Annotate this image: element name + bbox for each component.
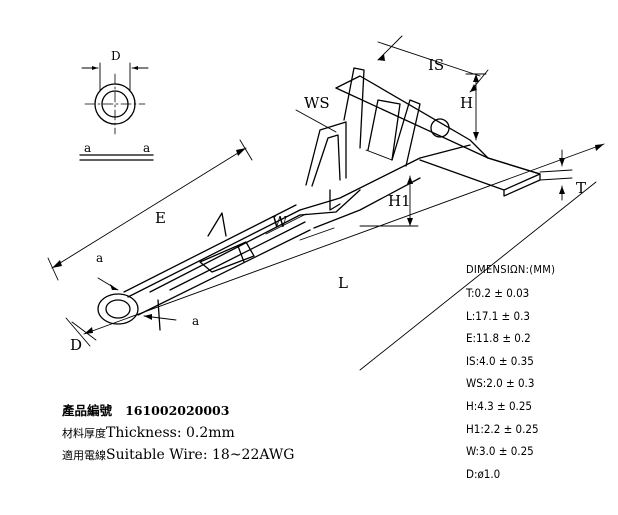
label-a-left: a: [84, 141, 91, 155]
thickness-line: 材料厚度Thickness: 0.2mm: [62, 422, 392, 444]
label-h1: H1: [388, 192, 411, 210]
label-e: E: [155, 209, 166, 227]
dimension-row: E:11.8 ± 0.2: [466, 331, 531, 346]
dimension-row: H:4.3 ± 0.25: [466, 398, 532, 413]
part-number-line: 產品編號 161002020003: [62, 400, 392, 422]
cross-section-view: [79, 62, 154, 161]
label-ws: WS: [304, 94, 330, 112]
label-h: H: [460, 94, 473, 112]
label-a-right: a: [143, 141, 150, 155]
label-a-front2: a: [192, 314, 199, 328]
label-a-front: a: [96, 251, 103, 265]
label-d-bottom: D: [70, 336, 82, 354]
dimension-table-title: DIMENSIΩN:(MM): [466, 263, 556, 276]
part-number-value: 161002020003: [125, 403, 230, 418]
label-d-top: D: [111, 49, 121, 63]
label-is: IS: [428, 56, 444, 74]
label-t: T: [576, 179, 586, 197]
dimension-table: DIMENSIΩN:(MM) T:0.2 ± 0.03 L:17.1 ± 0.3…: [466, 263, 616, 485]
label-l: L: [338, 274, 348, 292]
dimension-row: T:0.2 ± 0.03: [466, 286, 530, 300]
terminal-body: [97, 67, 541, 331]
thickness-label: 材料厚度: [62, 427, 106, 440]
dimension-row: WS:2.0 ± 0.3: [466, 376, 535, 391]
dimension-row: W:3.0 ± 0.25: [466, 444, 534, 459]
wire-line: 適用電線Suitable Wire: 18~22AWG: [62, 444, 392, 466]
label-w: W: [272, 213, 288, 231]
spec-notes: 產品編號 161002020003 材料厚度Thickness: 0.2mm 適…: [62, 400, 392, 466]
thickness-text: Thickness: 0.2mm: [106, 425, 235, 441]
dimension-row: IS:4.0 ± 0.35: [466, 353, 534, 368]
part-number-label: 產品編號: [62, 403, 113, 418]
dimension-row: D:ø1.0: [466, 466, 501, 481]
dimension-row: H1:2.2 ± 0.25: [466, 421, 539, 436]
wire-text: Suitable Wire: 18~22AWG: [106, 447, 295, 463]
dimension-row: L:17.1 ± 0.3: [466, 308, 530, 323]
wire-label: 適用電線: [62, 449, 106, 462]
